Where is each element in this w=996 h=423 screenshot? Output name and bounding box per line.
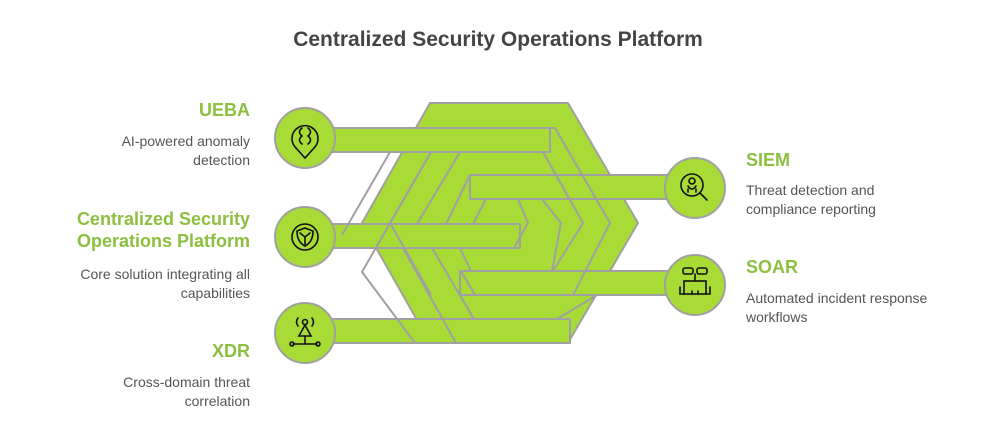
central-label: Centralized Security Operations Platform — [76, 209, 250, 251]
xdr-label: XDR — [211, 341, 250, 361]
antenna-network-icon — [289, 317, 321, 347]
soar-description: Automated incident response workflows — [746, 290, 928, 325]
bar-soar — [459, 270, 681, 296]
bar-central — [319, 223, 521, 249]
magnifier-bug-icon — [680, 173, 708, 201]
brain-location-icon — [291, 124, 319, 160]
soar-label: SOAR — [746, 257, 799, 277]
path-lines — [320, 127, 680, 344]
ueba-label: UEBA — [198, 100, 250, 120]
siem-description: Threat detection and compliance reportin… — [746, 182, 876, 217]
siem-label: SIEM — [746, 150, 791, 170]
node-soar — [664, 254, 726, 316]
node-xdr — [274, 302, 336, 364]
xdr-description: Cross-domain threat correlation — [123, 374, 250, 409]
node-ueba — [274, 107, 336, 169]
bar-siem — [469, 174, 681, 200]
shield-icon — [291, 223, 319, 251]
ueba-description: AI-powered anomaly detection — [121, 133, 250, 168]
robot-icon — [679, 267, 711, 295]
central-description: Core solution integrating all capabiliti… — [80, 266, 250, 301]
bar-ueba — [319, 127, 551, 153]
page-title: Centralized Security Operations Platform — [293, 28, 703, 51]
